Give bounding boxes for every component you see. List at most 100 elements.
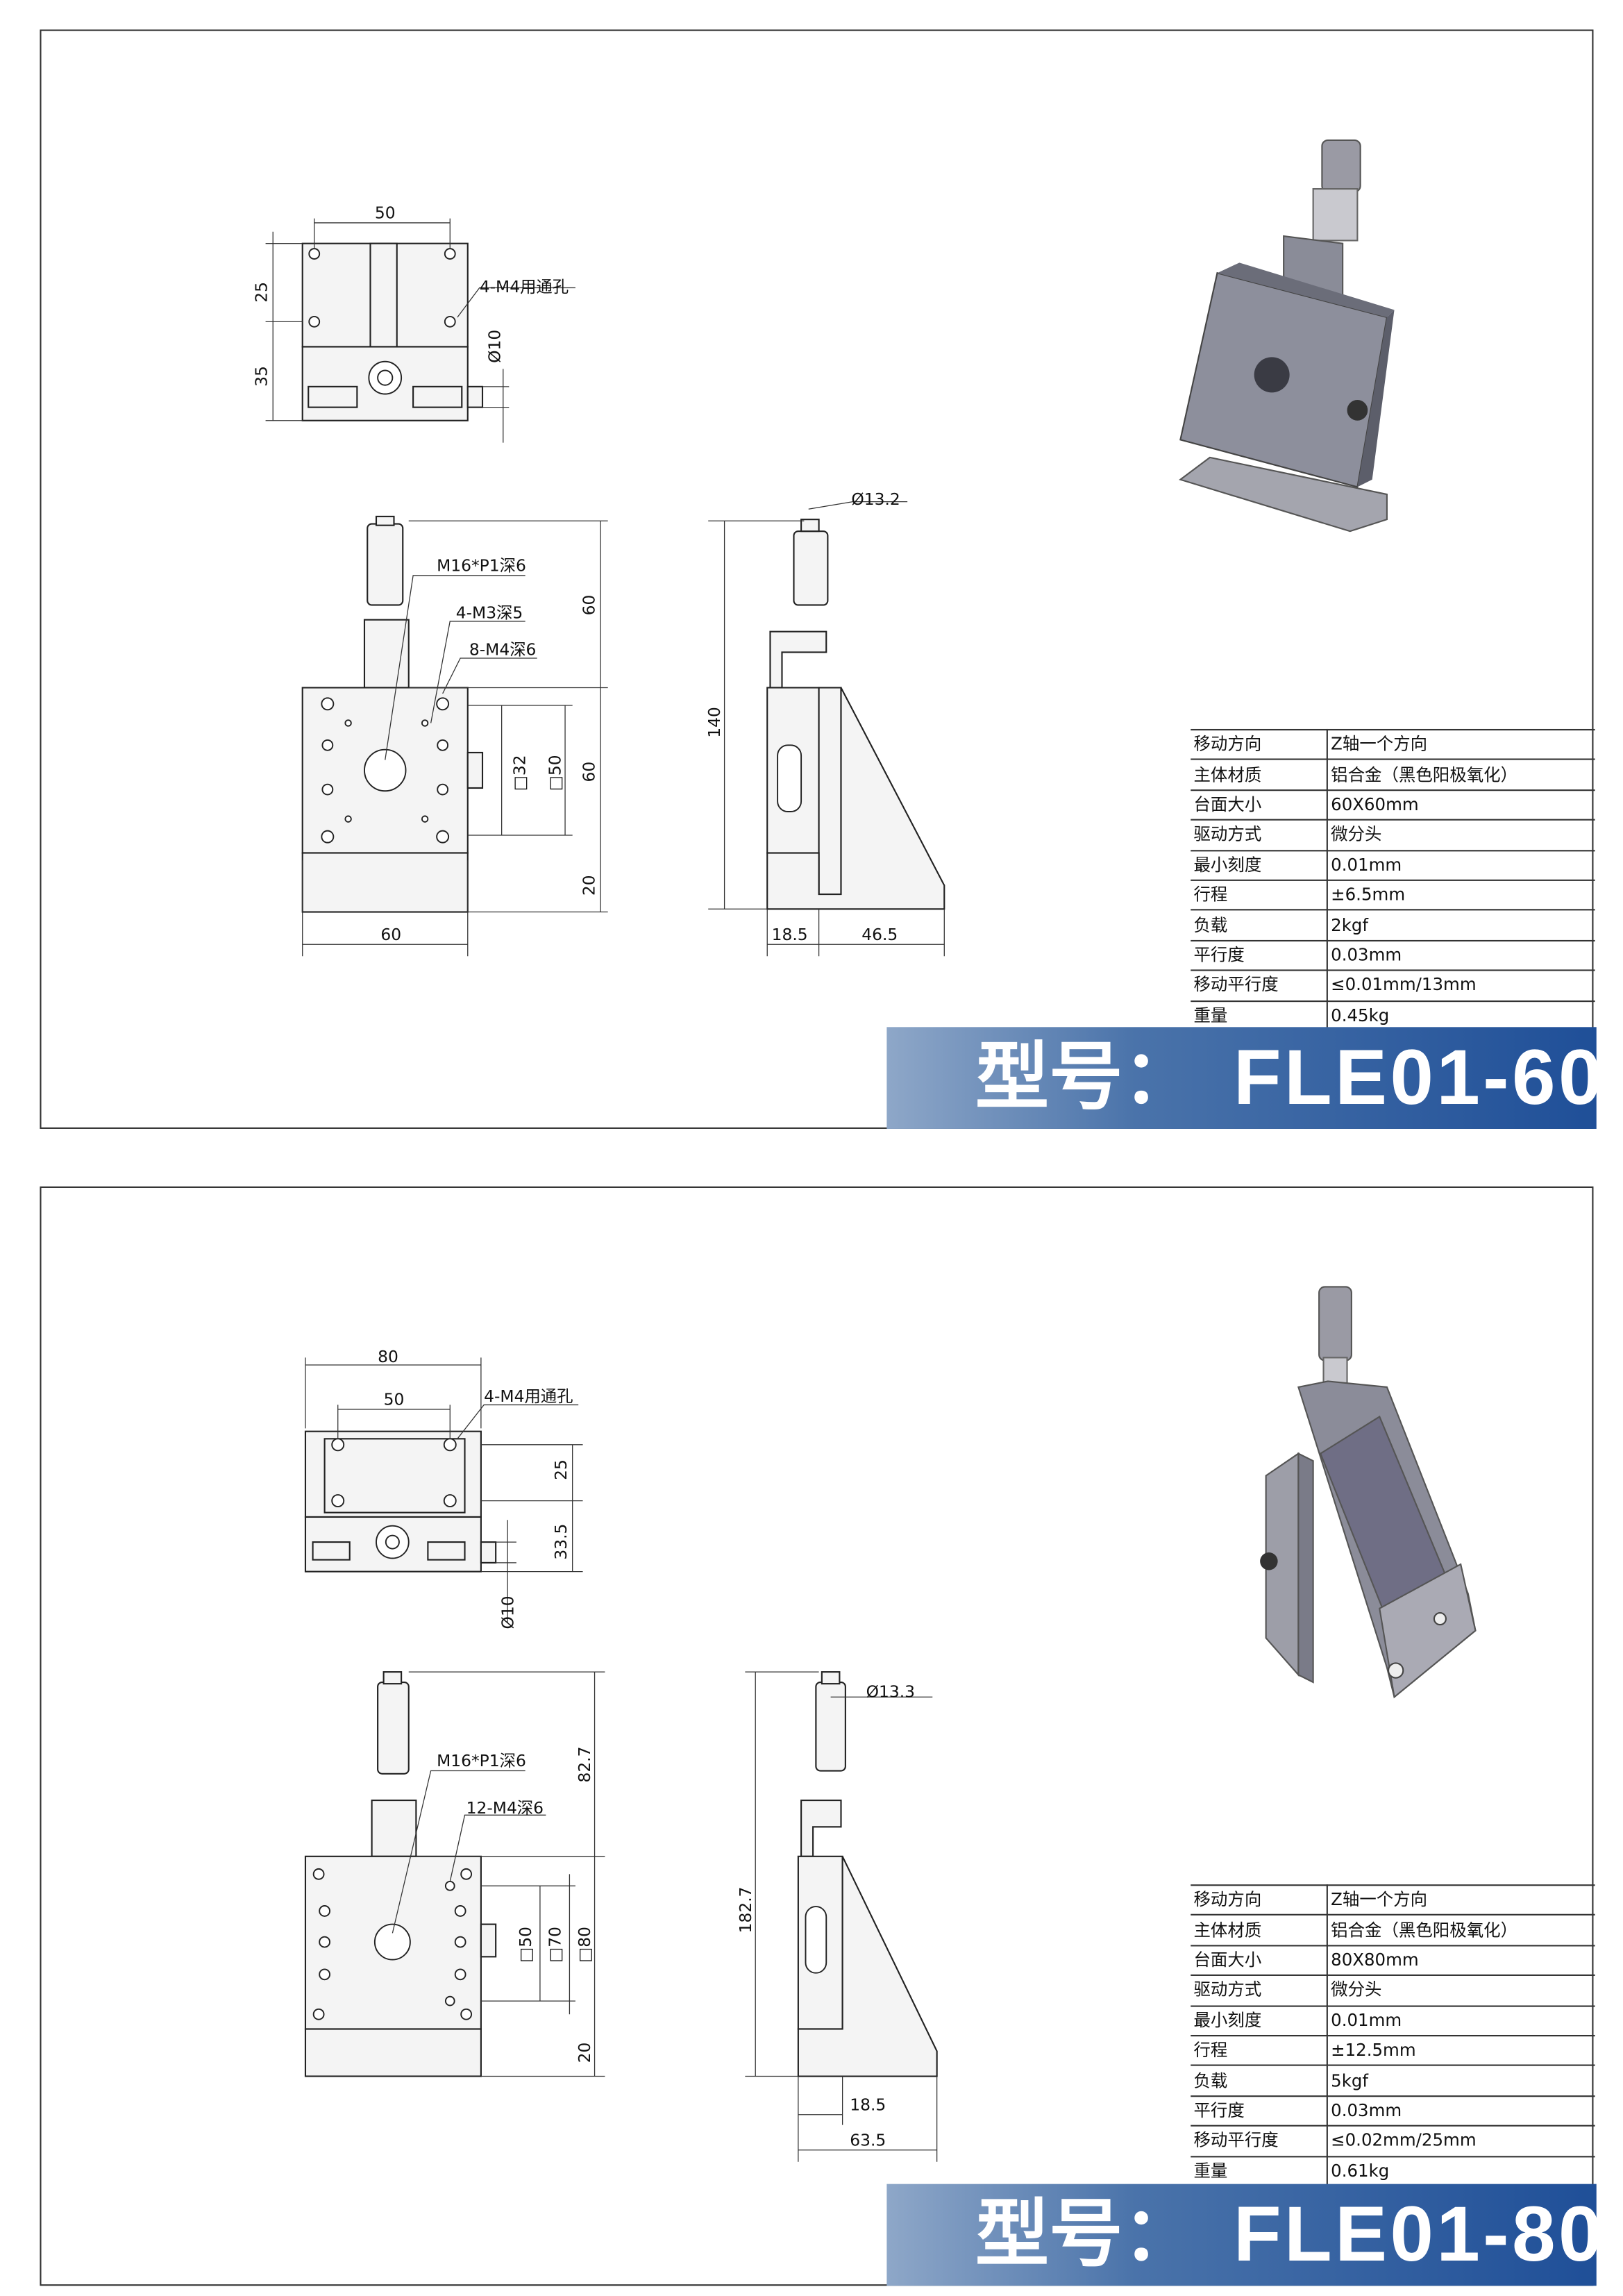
spec-label: 驱动方式 [1191, 819, 1328, 851]
spec-label: 移动平行度 [1191, 2125, 1328, 2157]
p1-front-dim-mid: 60 [580, 762, 599, 782]
p2-front-dim-sq80: □80 [575, 1927, 594, 1963]
spec-value: 0.61kg [1326, 2155, 1595, 2187]
spec-row: 驱动方式微分头 [1191, 1975, 1595, 2006]
spec-label: 重量 [1191, 1000, 1328, 1032]
p2-side-dim-height: 182.7 [736, 1886, 755, 1933]
p1-front-dim-width: 60 [380, 925, 401, 944]
spec-label: 负载 [1191, 909, 1328, 941]
p2-front-view: M16*P1深6 12-M4深6 82.7 □50 □70 □80 20 [304, 1671, 605, 2077]
p2-side-dim-a: 18.5 [850, 2095, 886, 2114]
spec-value: 微分头 [1326, 1975, 1595, 2006]
p2-top-dim-h2: 33.5 [551, 1524, 571, 1560]
p2-hole-note: 4-M4用通孔 [484, 1386, 573, 1406]
p1-product-render [1179, 139, 1395, 533]
p1-top-dim-h2: 35 [252, 366, 271, 387]
spec-label: 负载 [1191, 2065, 1328, 2097]
spec-label: 平行度 [1191, 939, 1328, 971]
spec-label: 行程 [1191, 879, 1328, 912]
p1-hole-note: 4-M4用通孔 [480, 277, 569, 296]
spec-value: ≤0.02mm/25mm [1326, 2125, 1595, 2157]
spec-value: Z轴一个方向 [1326, 1884, 1595, 1916]
p2-top-dim-outer: 80 [378, 1347, 398, 1366]
spec-value: 2kgf [1326, 909, 1595, 941]
p1-top-dim-width: 50 [375, 203, 396, 223]
spec-row: 行程±12.5mm [1191, 2034, 1595, 2067]
spec-row: 行程±6.5mm [1191, 879, 1595, 912]
spec-value: 0.01mm [1326, 849, 1595, 881]
spec-value: 0.45kg [1326, 1000, 1595, 1032]
model-number: FLE01-60 [1233, 1034, 1605, 1122]
p2-note-m16: M16*P1深6 [437, 1751, 526, 1770]
p2-top-dim-width: 50 [384, 1389, 405, 1409]
p1-top-dim-h1: 25 [252, 282, 271, 303]
spec-label: 移动平行度 [1191, 969, 1328, 1002]
p1-note-m3: 4-M3深5 [456, 603, 523, 623]
p1-front-dim-sq32: □32 [510, 755, 530, 791]
p1-front-dim-sq50: □50 [546, 755, 565, 791]
p2-top-view: 80 50 4-M4用通孔 25 33.5 Ø10 [304, 1347, 583, 1629]
p1-side-dim-a: 18.5 [772, 925, 808, 944]
spec-label: 驱动方式 [1191, 1975, 1328, 2006]
p2-product-render [1260, 1286, 1477, 1699]
spec-value: 铝合金（黑色阳极氧化） [1326, 1914, 1595, 1947]
spec-label: 移动方向 [1191, 728, 1328, 761]
model-banner: 型号： FLE01-60 [886, 1027, 1602, 1129]
p1-side-dim-dia: Ø13.2 [851, 489, 900, 509]
spec-row: 主体材质铝合金（黑色阳极氧化） [1191, 1914, 1595, 1947]
model-number: FLE01-80 [1233, 2191, 1605, 2279]
spec-row: 移动平行度≤0.02mm/25mm [1191, 2125, 1595, 2157]
spec-value: 0.03mm [1326, 939, 1595, 971]
spec-row: 主体材质铝合金（黑色阳极氧化） [1191, 759, 1595, 791]
spec-label: 行程 [1191, 2034, 1328, 2067]
spec-value: 80X80mm [1326, 1944, 1595, 1977]
p1-top-view: 50 25 35 4-M4用通孔 Ø10 [252, 203, 575, 443]
model-prefix: 型号： [975, 2191, 1197, 2277]
model-prefix: 型号： [975, 1034, 1197, 1121]
spec-label: 移动方向 [1191, 1884, 1328, 1916]
spec-value: 0.01mm [1326, 2004, 1595, 2037]
p2-front-dim-sq50: □50 [516, 1927, 535, 1963]
spec-label: 主体材质 [1191, 759, 1328, 791]
spec-row: 驱动方式微分头 [1191, 819, 1595, 851]
spec-value: 铝合金（黑色阳极氧化） [1326, 759, 1595, 791]
p2-front-dim-top: 82.7 [575, 1747, 594, 1783]
spec-label: 台面大小 [1191, 789, 1328, 821]
spec-value: 微分头 [1326, 819, 1595, 851]
p1-note-m16: M16*P1深6 [437, 556, 526, 576]
p2-note-m4: 12-M4深6 [466, 1798, 544, 1818]
spec-value: ≤0.01mm/13mm [1326, 969, 1595, 1002]
spec-value: 60X60mm [1326, 789, 1595, 821]
p2-side-view: 182.7 Ø13.3 18.5 63.5 [736, 1671, 938, 2162]
p1-front-view: M16*P1深6 4-M3深5 8-M4深6 60 60 20 □32 □50 … [301, 515, 608, 957]
p2-front-dim-base: 20 [575, 2043, 594, 2063]
p1-top-dim-knob: Ø10 [485, 330, 505, 363]
p2-top-dim-knob: Ø10 [498, 1595, 518, 1629]
spec-row: 移动平行度≤0.01mm/13mm [1191, 969, 1595, 1002]
p2-side-dim-dia: Ø13.3 [866, 1682, 915, 1701]
spec-label: 最小刻度 [1191, 849, 1328, 881]
spec-value: ±12.5mm [1326, 2034, 1595, 2067]
spec-value: Z轴一个方向 [1326, 728, 1595, 761]
model-banner: 型号： FLE01-80 [886, 2184, 1602, 2286]
p1-front-dim-base: 20 [580, 875, 599, 896]
spec-label: 重量 [1191, 2155, 1328, 2187]
spec-label: 台面大小 [1191, 1944, 1328, 1977]
